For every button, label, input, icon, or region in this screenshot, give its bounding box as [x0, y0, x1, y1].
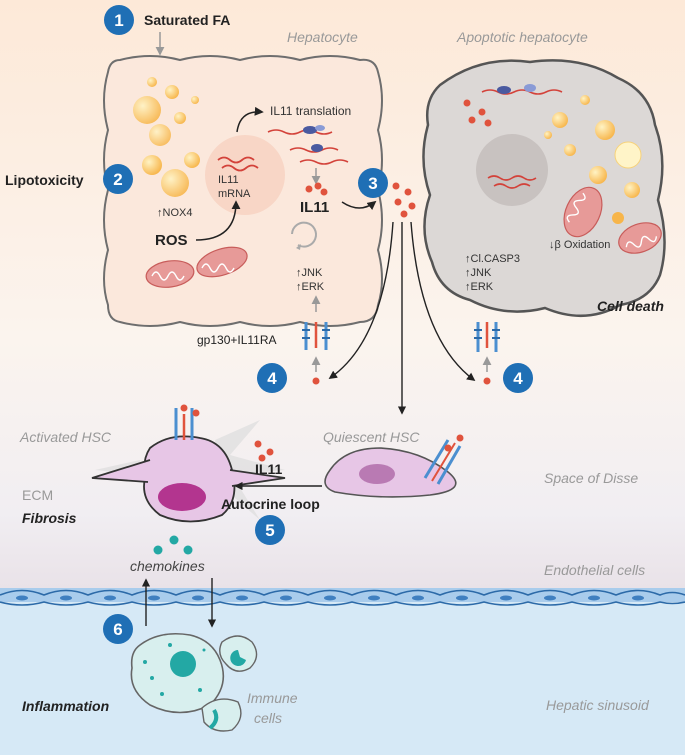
- svg-text:5: 5: [265, 521, 274, 540]
- feedback-loop-icon: [291, 221, 317, 250]
- beta-oxidation-label: ↓β Oxidation: [549, 239, 610, 251]
- ribosome-apoptotic: [481, 84, 563, 95]
- sinusoid-zone: [0, 595, 685, 755]
- erk-label: ↑ERK: [296, 281, 325, 293]
- fibrosis-label: Fibrosis: [22, 510, 77, 526]
- jnk-label: ↑JNK: [296, 267, 323, 279]
- saturated-fa-label: Saturated FA: [144, 12, 230, 28]
- step-badge-6: 6: [103, 614, 133, 644]
- mitochondria-hepatocyte: [145, 246, 248, 288]
- il11-autocrine-dots: [254, 440, 274, 462]
- step-badge-3: 3: [358, 168, 388, 198]
- endothelial-cells-label: Endothelial cells: [544, 562, 645, 578]
- cell-death-label: Cell death: [597, 298, 664, 314]
- nox4-label: ↑NOX4: [157, 207, 192, 219]
- step-badge-4-left: 4: [257, 363, 287, 393]
- il11-mrna-strand-1: [217, 156, 255, 164]
- endothelial-layer: [0, 588, 685, 606]
- ribosome-translation: [267, 125, 349, 165]
- activated-hsc-label: Activated HSC: [19, 429, 112, 445]
- hepatic-sinusoid-label: Hepatic sinusoid: [546, 697, 650, 713]
- svg-text:3: 3: [368, 174, 377, 193]
- activated-hsc: [91, 420, 286, 523]
- chemokines-label: chemokines: [130, 558, 205, 574]
- arrow-mrna-to-translation: [236, 106, 264, 133]
- activated-hsc-receptor: [174, 404, 200, 440]
- il11-dot-left: [312, 377, 320, 385]
- jnk2-label: ↑JNK: [465, 267, 492, 279]
- step-badge-4-right: 4: [503, 363, 533, 393]
- erk2-label: ↑ERK: [465, 281, 494, 293]
- svg-text:6: 6: [113, 620, 122, 639]
- cl-casp3-label: ↑Cl.CASP3: [465, 253, 520, 265]
- lipid-droplets-apoptotic: [544, 95, 642, 224]
- step-badge-2: 2: [103, 164, 133, 194]
- arrow-to-hepatocyte-receptor: [328, 221, 394, 379]
- space-of-disse-label: Space of Disse: [544, 470, 638, 486]
- ecm-label: ECM: [22, 487, 53, 503]
- mitochondria-apoptotic: [563, 186, 662, 254]
- lipotoxicity-label: Lipotoxicity: [5, 172, 84, 188]
- svg-text:1: 1: [114, 11, 123, 30]
- immune-cells: [130, 632, 258, 732]
- arrow-ros-to-mrna: [195, 200, 241, 241]
- immune-cells-label-1: Immune: [247, 690, 298, 706]
- il11-mrna-label-1: IL11: [218, 174, 239, 186]
- chemokine-dots: [153, 535, 193, 555]
- quiescent-hsc-label: Quiescent HSC: [323, 429, 420, 445]
- il11-autocrine-label: IL11: [255, 461, 282, 477]
- gp130-il11ra-receptor-hepatocyte: [302, 322, 330, 350]
- gp130-label: gp130+IL11RA: [197, 333, 277, 347]
- svg-text:4: 4: [267, 369, 277, 388]
- il11-translation-label: IL11 translation: [270, 104, 351, 118]
- svg-text:2: 2: [113, 170, 122, 189]
- il11-mrna-strand-2: [221, 164, 259, 172]
- gp130-il11ra-receptor-apoptotic: [474, 322, 500, 352]
- hepatocyte-nucleus: [205, 135, 285, 215]
- quiescent-hsc-receptor: [423, 434, 464, 485]
- immune-cells-label-2: cells: [254, 710, 282, 726]
- apoptotic-mrna: [487, 175, 537, 181]
- hepatocyte-label: Hepatocyte: [287, 29, 358, 45]
- ros-label: ROS: [155, 232, 188, 249]
- il11-secreted-cluster: [392, 182, 416, 218]
- il11-dot-right: [483, 377, 491, 385]
- il11-main-label: IL11: [300, 199, 329, 216]
- autocrine-loop-label: Autocrine loop: [221, 496, 320, 512]
- svg-text:4: 4: [513, 369, 523, 388]
- il11-mrna-label-2: mRNA: [218, 188, 251, 200]
- il11-protein-apoptotic: [463, 99, 492, 127]
- step-badge-1: 1: [104, 5, 134, 35]
- quiescent-hsc: [324, 447, 457, 498]
- apoptotic-hepatocyte-label: Apoptotic hepatocyte: [456, 29, 588, 45]
- arrow-to-apoptotic-receptor: [410, 221, 476, 382]
- step-badge-5: 5: [255, 515, 285, 545]
- inflammation-label: Inflammation: [22, 698, 109, 714]
- lipid-droplets-hepatocyte: [133, 77, 200, 197]
- il11-protein-hepatocyte: [305, 182, 328, 196]
- arrow-il11-secretion: [341, 200, 377, 211]
- apoptotic-nucleus: [476, 134, 548, 206]
